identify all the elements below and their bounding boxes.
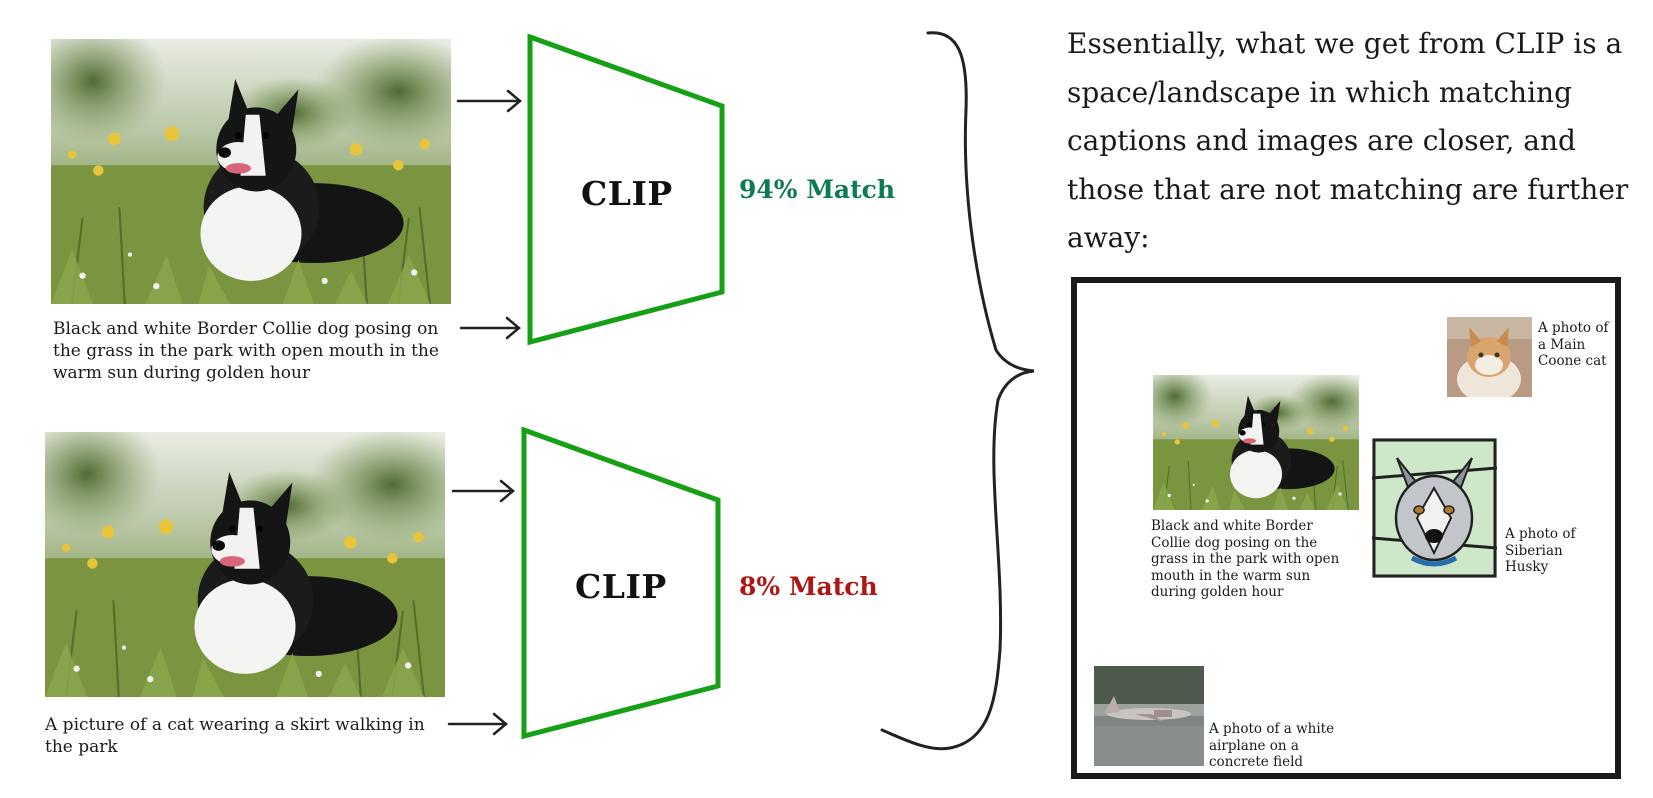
clip-encoder-2 <box>521 426 721 740</box>
maine-coon-cat-thumbnail <box>1447 317 1532 397</box>
cat-caption: A picture of a cat wearing a skirt walki… <box>45 715 425 757</box>
clip-encoder-label-1: CLIP <box>581 174 673 213</box>
husky-space-caption: A photo of Siberian Husky <box>1505 526 1576 575</box>
arrow-image-to-clip-1 <box>456 89 522 113</box>
arrow-image-to-clip-2 <box>451 479 515 503</box>
curly-brace <box>880 31 1035 751</box>
clip-encoder-label-2: CLIP <box>575 567 667 606</box>
airplane-space-caption: A photo of a white airplane on a concret… <box>1209 721 1335 770</box>
airplane-thumbnail <box>1094 666 1204 766</box>
dog-space-caption: Black and white Border Collie dog posing… <box>1151 518 1340 600</box>
cat-space-caption: A photo of a Main Coone cat <box>1538 320 1609 369</box>
arrow-text-to-clip-2 <box>447 712 508 736</box>
match-score-2: 8% Match <box>739 572 878 601</box>
clip-encoder-1 <box>527 33 725 346</box>
embedding-space-box: A photo of a Main Coone cat Black and wh… <box>1071 277 1621 779</box>
arrow-text-to-clip-1 <box>459 316 521 340</box>
border-collie-thumbnail <box>1153 375 1359 510</box>
siberian-husky-thumbnail <box>1372 438 1497 578</box>
dog-caption-1: Black and white Border Collie dog posing… <box>53 319 439 383</box>
explanation-text: Essentially, what we get from CLIP is a … <box>1067 27 1629 254</box>
match-score-1: 94% Match <box>739 175 896 204</box>
